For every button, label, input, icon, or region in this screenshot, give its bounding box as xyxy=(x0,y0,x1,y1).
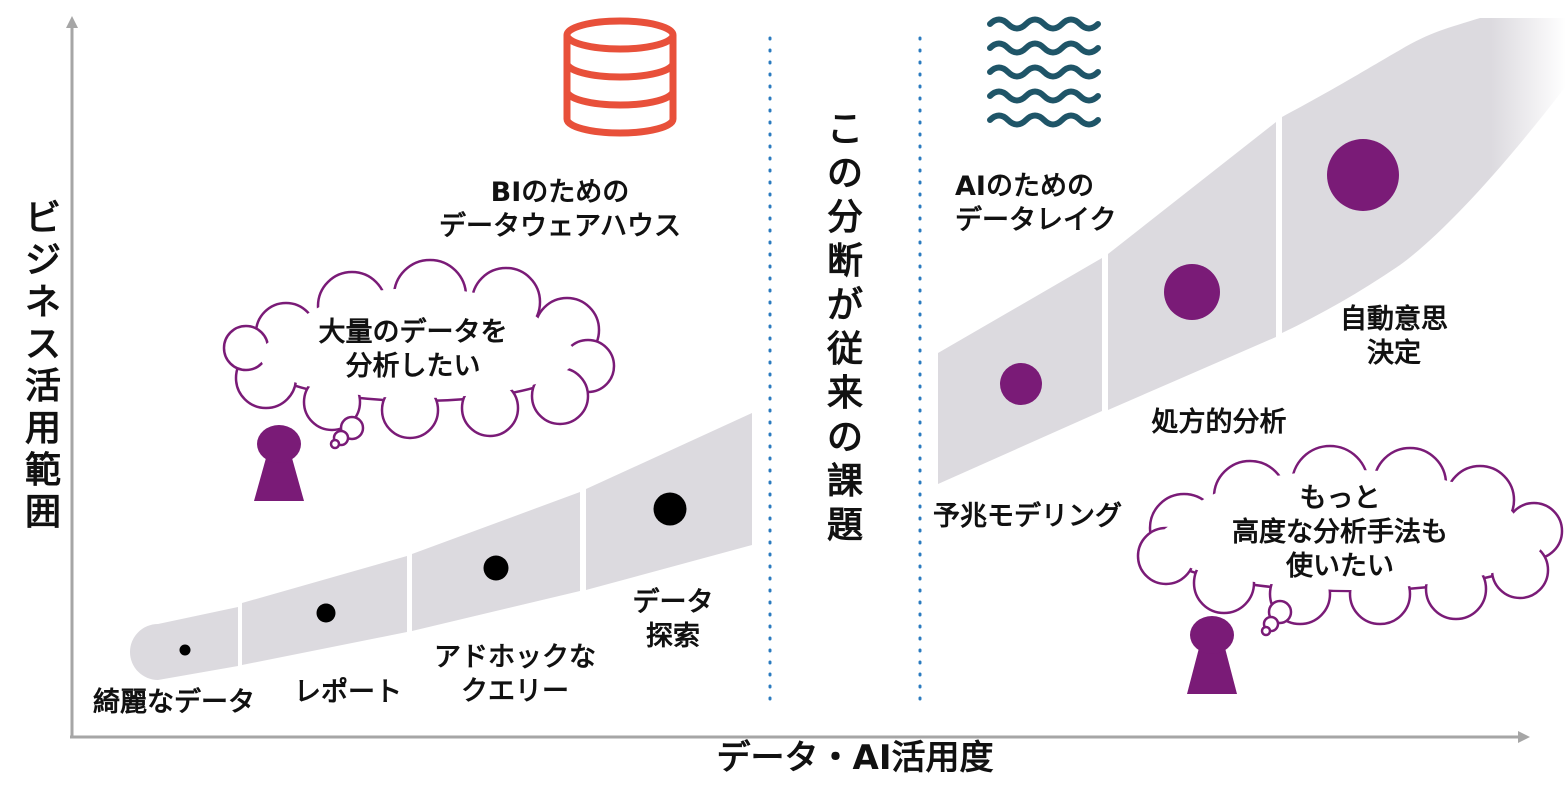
stage-label-line: 自動意思 xyxy=(1340,304,1448,335)
dwh-heading-line: BIのための xyxy=(490,177,630,208)
thought-text-right: もっと 高度な分析手法も 使いたい xyxy=(1195,482,1485,584)
thought-line: 大量のデータを xyxy=(318,317,508,348)
y-axis-label: ビ ジ ネ ス 活 用 範 囲 xyxy=(18,198,68,534)
y-axis-char: ス xyxy=(24,324,61,365)
y-axis-char: 囲 xyxy=(24,492,61,533)
person-icon-right xyxy=(1187,616,1237,694)
thought-line: 使いたい xyxy=(1286,551,1394,582)
divider-char: 来 xyxy=(826,373,863,414)
dot-adhoc-query xyxy=(483,555,509,581)
y-axis-char: 範 xyxy=(24,450,61,491)
dot-data-exploration xyxy=(653,492,687,526)
y-axis-char: 用 xyxy=(24,408,61,449)
dot-prescriptive-analytics xyxy=(1164,264,1220,320)
y-axis-char: 活 xyxy=(24,366,61,407)
stage-label-line: データ xyxy=(632,587,714,618)
y-axis-char: ジ xyxy=(24,240,61,281)
database-icon xyxy=(563,17,677,137)
divider-char: が xyxy=(826,285,863,326)
thought-line: もっと xyxy=(1299,483,1381,514)
datalake-heading: AIのための データレイク xyxy=(955,170,1145,238)
person-icon-left xyxy=(254,425,304,501)
dwh-heading-line: データウェアハウス xyxy=(439,211,681,242)
y-axis-char: ネ xyxy=(24,282,61,323)
thought-line: 分析したい xyxy=(345,351,481,382)
stage-label-line: レポート xyxy=(294,677,402,708)
stage-label-line: 決定 xyxy=(1367,338,1421,369)
divider-char: 分 xyxy=(826,197,863,238)
divider-char: 従 xyxy=(826,329,863,370)
stage-label-line: 処方的分析 xyxy=(1151,407,1287,438)
x-axis-label: データ・AI活用度 xyxy=(716,738,994,778)
dot-clean-data xyxy=(179,644,191,656)
stage-label-clean-data: 綺麗なデータ xyxy=(84,686,264,720)
dwh-heading: BIのための データウェアハウス xyxy=(420,176,700,244)
divider-char: 題 xyxy=(826,505,863,546)
datalake-heading-line: データレイク xyxy=(955,205,1117,236)
stage-label-predictive-modeling: 予兆モデリング xyxy=(920,500,1135,534)
divider-char: 課 xyxy=(826,461,863,502)
stage-label-report: レポート xyxy=(278,676,418,710)
divider-char: 断 xyxy=(826,241,863,282)
stage-label-line: 探索 xyxy=(646,621,700,652)
dot-predictive-modeling xyxy=(1000,363,1042,405)
stage-label-line: アドホックな xyxy=(434,642,596,673)
y-axis-char: ビ xyxy=(24,198,61,239)
dot-automated-decision xyxy=(1327,139,1399,211)
waves-icon xyxy=(987,16,1101,128)
stage-label-prescriptive-analytics: 処方的分析 xyxy=(1138,406,1300,440)
stage-label-line: クエリー xyxy=(461,676,569,707)
stage-label-data-exploration: データ 探索 xyxy=(618,586,728,654)
divider-char: の xyxy=(826,153,863,194)
thought-text-left: 大量のデータを 分析したい xyxy=(288,316,538,384)
divider-char: の xyxy=(826,417,863,458)
datalake-heading-line: AIのための xyxy=(955,171,1094,202)
divider-caption: こ の 分 断 が 従 来 の 課 題 xyxy=(818,108,872,548)
dot-report xyxy=(316,603,336,623)
stage-label-line: 予兆モデリング xyxy=(933,501,1122,532)
stage-label-automated-decision: 自動意思 決定 xyxy=(1324,303,1464,371)
divider-char: こ xyxy=(826,109,863,150)
stage-label-adhoc-query: アドホックな クエリー xyxy=(420,641,610,709)
thought-line: 高度な分析手法も xyxy=(1232,517,1448,548)
stage-label-line: 綺麗なデータ xyxy=(93,687,255,718)
